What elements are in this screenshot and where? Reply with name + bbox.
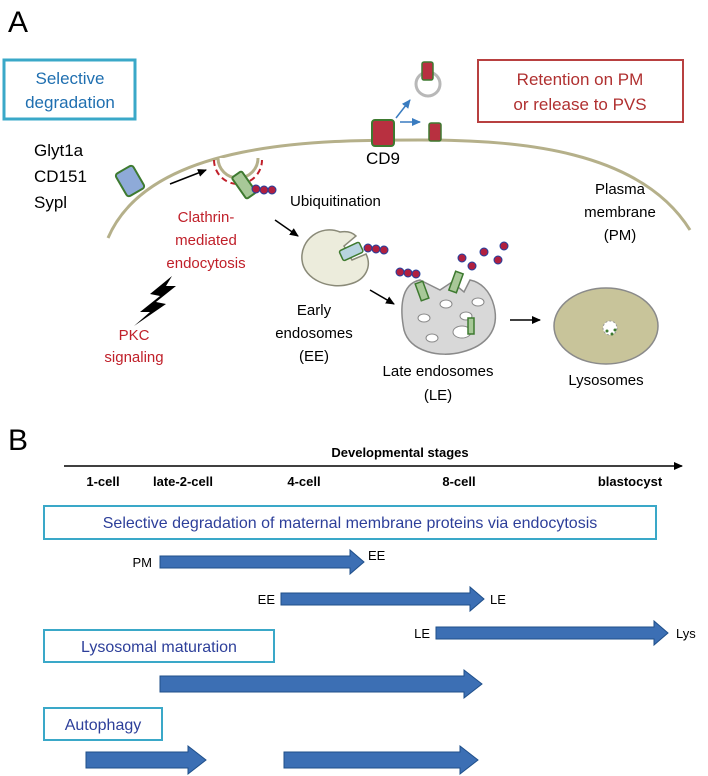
panel-b-letter: B [8, 424, 28, 457]
protein-cd151: CD151 [34, 167, 87, 186]
late-endosome [401, 270, 497, 355]
cd9-label: CD9 [366, 149, 400, 168]
arrow-to-late-endosome [369, 289, 395, 305]
pit-protein [231, 170, 257, 200]
free-ubiquitin [395, 241, 509, 279]
arrow-label-ee-start: EE [258, 592, 276, 607]
retention-line-2: or release to PVS [513, 95, 646, 114]
stage-blastocyst: blastocyst [598, 474, 663, 489]
arrow-ee-to-le [280, 585, 485, 613]
pkc-line-1: PKC [119, 327, 150, 344]
selective-degradation-line-2: degradation [25, 93, 115, 112]
lightning-icon [134, 276, 176, 326]
plasma-membrane-curve [106, 138, 692, 239]
autophagy-box: Autophagy [43, 707, 163, 741]
arrow-autophagy-late [283, 744, 479, 776]
early-endosomes-line-3: (EE) [299, 348, 329, 365]
ubiquitination-label: Ubiquitination [290, 193, 381, 210]
plasma-membrane-line-3: (PM) [604, 227, 637, 244]
plasma-membrane-line-2: membrane [584, 204, 656, 221]
lysosome [553, 287, 659, 365]
arrow-to-early-endosome [274, 219, 299, 237]
early-endosome [301, 229, 389, 287]
arrow-label-le-end: LE [490, 592, 506, 607]
retention-box: Retention on PM or release to PVS [477, 59, 684, 123]
selective-degradation-banner-text: Selective degradation of maternal membra… [103, 515, 598, 532]
stage-1-cell: 1-cell [86, 474, 119, 489]
pkc-line-2: signaling [104, 349, 163, 366]
arrow-to-pit [169, 169, 207, 185]
arrow-lysosomal-maturation [159, 668, 483, 700]
selective-degradation-line-1: Selective [36, 69, 105, 88]
lysosomes-label: Lysosomes [568, 372, 643, 389]
autophagy-text: Autophagy [65, 717, 142, 734]
retention-line-1: Retention on PM [517, 70, 644, 89]
early-endosomes-line-1: Early [297, 302, 332, 319]
arrow-autophagy-early [85, 744, 207, 776]
arrow-pm-to-ee [159, 548, 365, 576]
clathrin-line-3: endocytosis [166, 255, 245, 272]
arrow-release-vesicle [395, 99, 411, 119]
arrow-label-lys: Lys [676, 626, 696, 641]
late-endosomes-line-2: (LE) [424, 387, 452, 404]
selective-degradation-box: Selective degradation [2, 58, 137, 121]
selective-degradation-banner: Selective degradation of maternal membra… [43, 505, 657, 540]
stage-late-2-cell: late-2-cell [153, 474, 213, 489]
stage-4-cell: 4-cell [287, 474, 320, 489]
lysosomal-maturation-text: Lysosomal maturation [81, 639, 237, 656]
clathrin-line-2: mediated [175, 232, 237, 249]
panel-a-letter: A [8, 6, 28, 39]
arrow-label-pm: PM [133, 555, 153, 570]
arrow-le-to-lys [435, 619, 669, 647]
stage-8-cell: 8-cell [442, 474, 475, 489]
protein-sypl: Sypl [34, 193, 67, 212]
developmental-stages-title: Developmental stages [331, 445, 468, 460]
released-vesicle [414, 61, 442, 98]
membrane-protein-blue [114, 164, 146, 198]
released-fragment [428, 122, 442, 142]
clathrin-line-1: Clathrin- [178, 209, 235, 226]
early-endosomes-line-2: endosomes [275, 325, 353, 342]
ubiquitin-chain-pit [251, 184, 277, 195]
late-endosomes-line-1: Late endosomes [383, 363, 494, 380]
arrow-label-le-start: LE [414, 626, 430, 641]
protein-glyt1a: Glyt1a [34, 141, 84, 160]
plasma-membrane-line-1: Plasma [595, 181, 646, 198]
lysosomal-maturation-box: Lysosomal maturation [43, 629, 275, 663]
cd9-protein [371, 119, 395, 147]
arrow-label-ee-end: EE [368, 548, 386, 563]
